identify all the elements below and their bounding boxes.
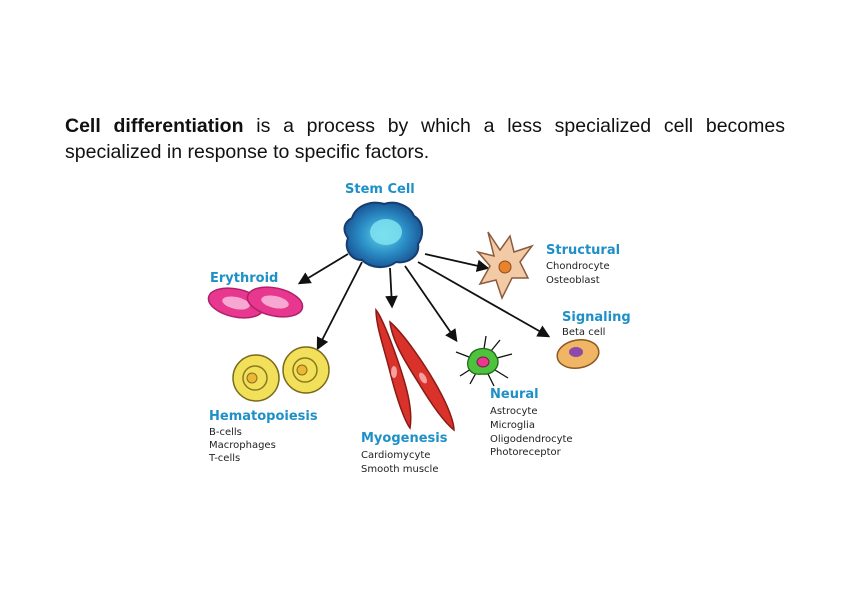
hematopoiesis-item: B-cells <box>209 427 242 438</box>
stem-cell-group: Stem Cell <box>343 182 424 268</box>
arrow-structural <box>424 253 490 272</box>
stem-cell-nucleus <box>370 219 402 245</box>
myogenesis-item: Smooth muscle <box>361 464 438 475</box>
structural-item: Osteoblast <box>546 275 600 286</box>
intro-term: Cell differentiation <box>65 115 244 137</box>
arrow-erythroid <box>297 253 349 285</box>
signaling-label: Signaling <box>562 310 631 325</box>
erythroid-label: Erythroid <box>210 271 278 286</box>
structural-item: Chondrocyte <box>546 261 610 272</box>
erythroid-cells-image <box>207 286 304 319</box>
intro-paragraph: Cell differentiation is a process by whi… <box>65 113 785 165</box>
structural-cell-image <box>475 231 535 300</box>
hematopoiesis-item: Macrophages <box>209 440 276 451</box>
signaling-cell-image <box>556 338 600 370</box>
arrow-signaling <box>417 261 551 338</box>
neural-item: Oligodendrocyte <box>490 434 573 445</box>
neural-label: Neural <box>490 387 539 402</box>
arrow-hematopoiesis <box>316 261 363 351</box>
hematopoiesis-cells-image <box>232 346 330 402</box>
myogenesis-cells-image <box>375 307 455 432</box>
hematopoiesis-item: T-cells <box>208 453 240 464</box>
hematopoiesis-label: Hematopoiesis <box>209 409 318 424</box>
neural-cell-image <box>455 335 513 387</box>
myogenesis-item: Cardiomycyte <box>361 450 430 461</box>
myogenesis-label: Myogenesis <box>361 431 448 446</box>
arrows <box>297 253 551 351</box>
arrow-myogenesis <box>385 267 398 309</box>
signaling-item: Beta cell <box>562 327 605 338</box>
structural-label: Structural <box>546 243 620 258</box>
neural-item: Microglia <box>490 420 535 431</box>
neural-item: Astrocyte <box>490 406 537 417</box>
arrow-neural <box>404 265 458 343</box>
stem-cell-label: Stem Cell <box>345 182 415 197</box>
neural-item: Photoreceptor <box>490 447 562 458</box>
intro-text: is a process by which a less specialized… <box>65 115 785 163</box>
